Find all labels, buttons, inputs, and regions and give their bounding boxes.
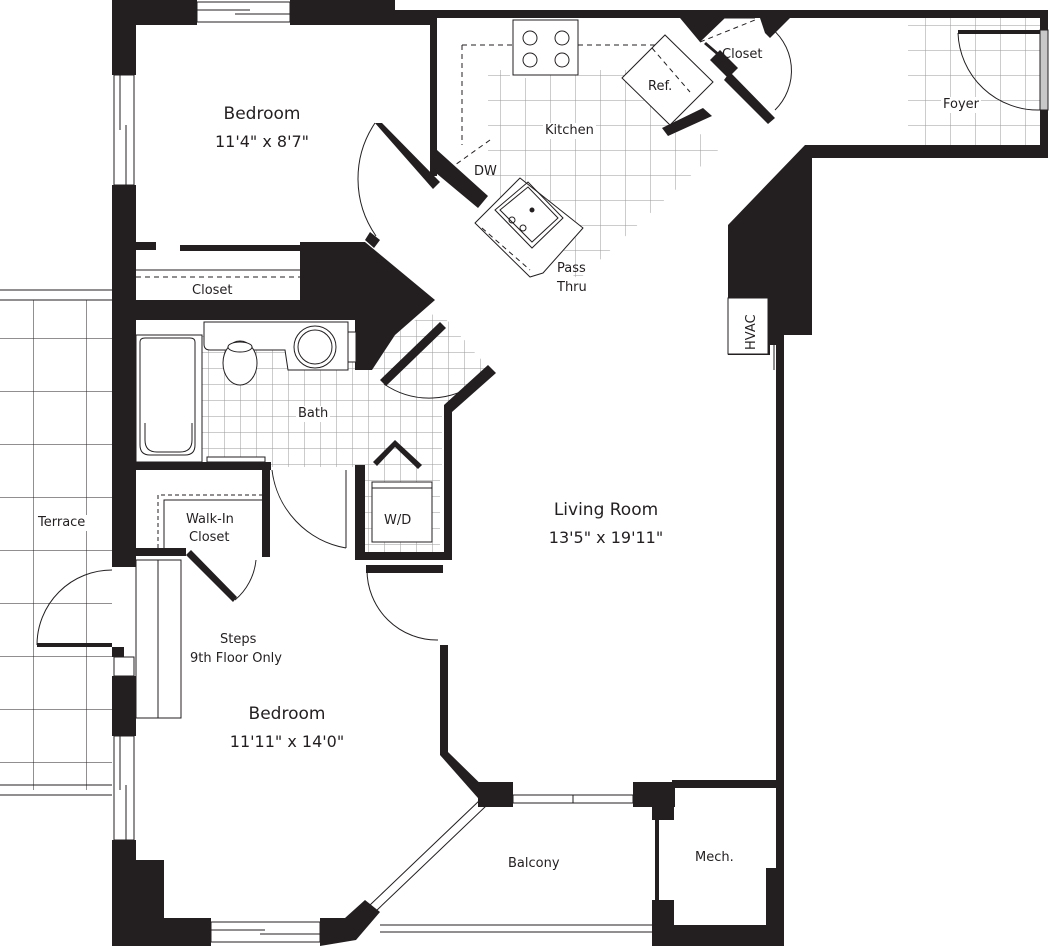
balcony-label: Balcony [508,856,560,871]
front-door [958,30,1040,34]
burner-icon [522,52,538,68]
windows [113,1,652,943]
bedroom-1-label: Bedroom [223,104,301,124]
dishwasher-label: DW [474,164,497,179]
refrigerator-label: Ref. [648,79,673,94]
burner-icon [554,30,570,46]
closet-shelves [136,269,300,548]
walk-in-closet-label-2: Closet [189,530,230,545]
steps [135,559,182,719]
bedroom-1-dimensions: 11'4" x 8'7" [214,132,310,151]
burner-icon [554,52,570,68]
bedroom-2-dimensions: 11'11" x 14'0" [229,732,345,751]
terrace-area [0,289,113,796]
foyer-sidelight [1039,29,1049,111]
hvac-unit [727,297,769,355]
foyer-label: Foyer [941,97,982,113]
kitchen-label: Kitchen [543,123,596,139]
mech-label: Mech. [695,850,734,865]
walk-in-closet-label-1: Walk-In [186,512,234,527]
bath-door [380,322,446,386]
pass-thru-label-2: Thru [557,280,587,295]
steps-label-2: 9th Floor Only [190,651,282,666]
living-room-dimensions: 13'5" x 19'11" [548,528,664,547]
burner-icon [522,30,538,46]
bedroom-2-label: Bedroom [248,704,326,724]
steps-label-1: Steps [220,632,257,647]
bath-fixtures [135,321,433,543]
bath-label: Bath [296,406,331,422]
pass-thru-label-1: Pass [557,261,586,276]
living-room-label: Living Room [553,500,659,520]
door-swings [234,24,1041,641]
hvac-label: HVAC [744,314,759,350]
entry-closet-label: Closet [722,47,763,62]
washer-dryer-label: W/D [384,513,412,528]
terrace-label: Terrace [36,515,88,531]
bedroom-closet-label: Closet [192,283,233,298]
kitchen-fixtures [454,17,756,278]
